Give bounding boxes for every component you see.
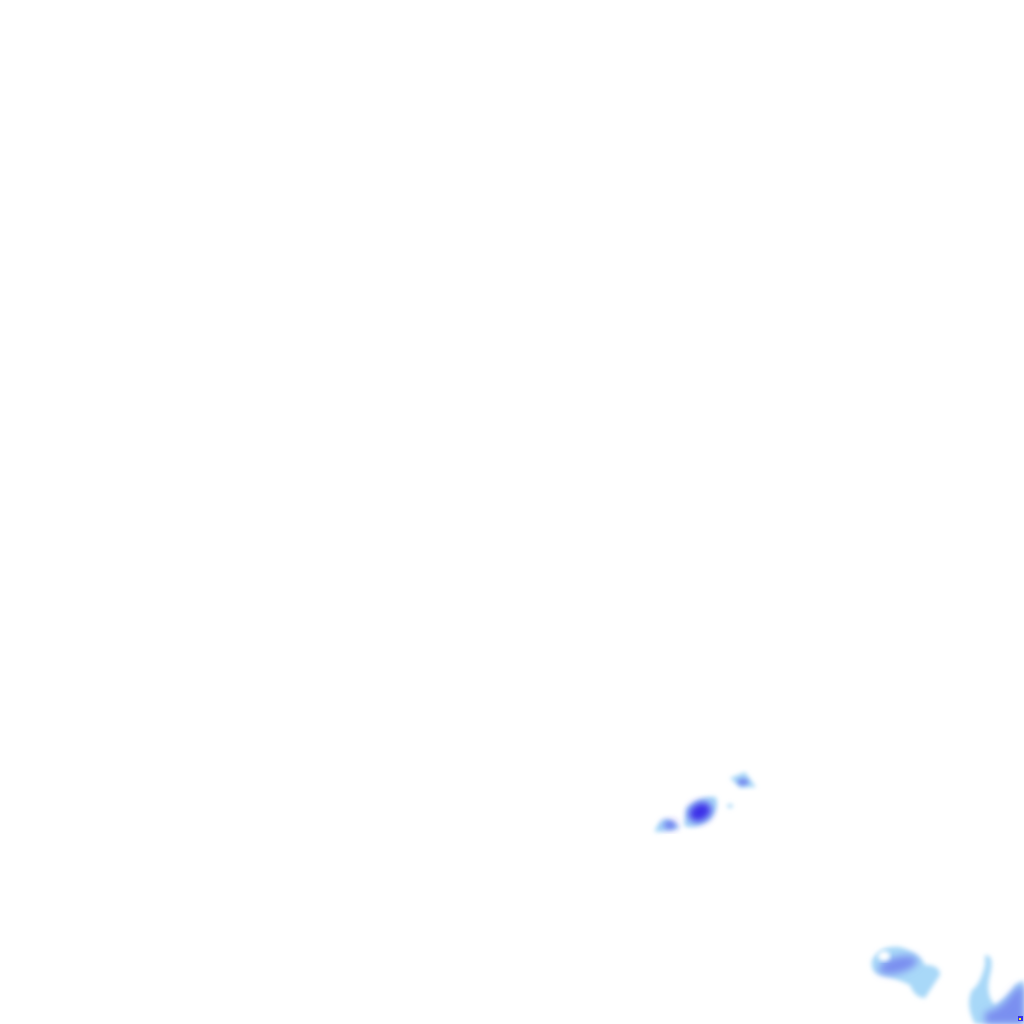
precip-moderate <box>737 778 749 786</box>
precip-light <box>727 804 733 808</box>
precip-moderate <box>985 985 1024 1024</box>
precip-cell-3 <box>871 946 940 998</box>
precip-heavy <box>688 802 712 822</box>
precip-light <box>871 946 940 998</box>
precip-heavy <box>664 822 676 828</box>
precip-cell-2 <box>655 796 733 832</box>
precip-extreme <box>1019 1018 1021 1020</box>
precip-cell-1 <box>730 772 756 788</box>
precip-moderate <box>878 955 918 975</box>
precip-cell-4 <box>969 955 1024 1024</box>
